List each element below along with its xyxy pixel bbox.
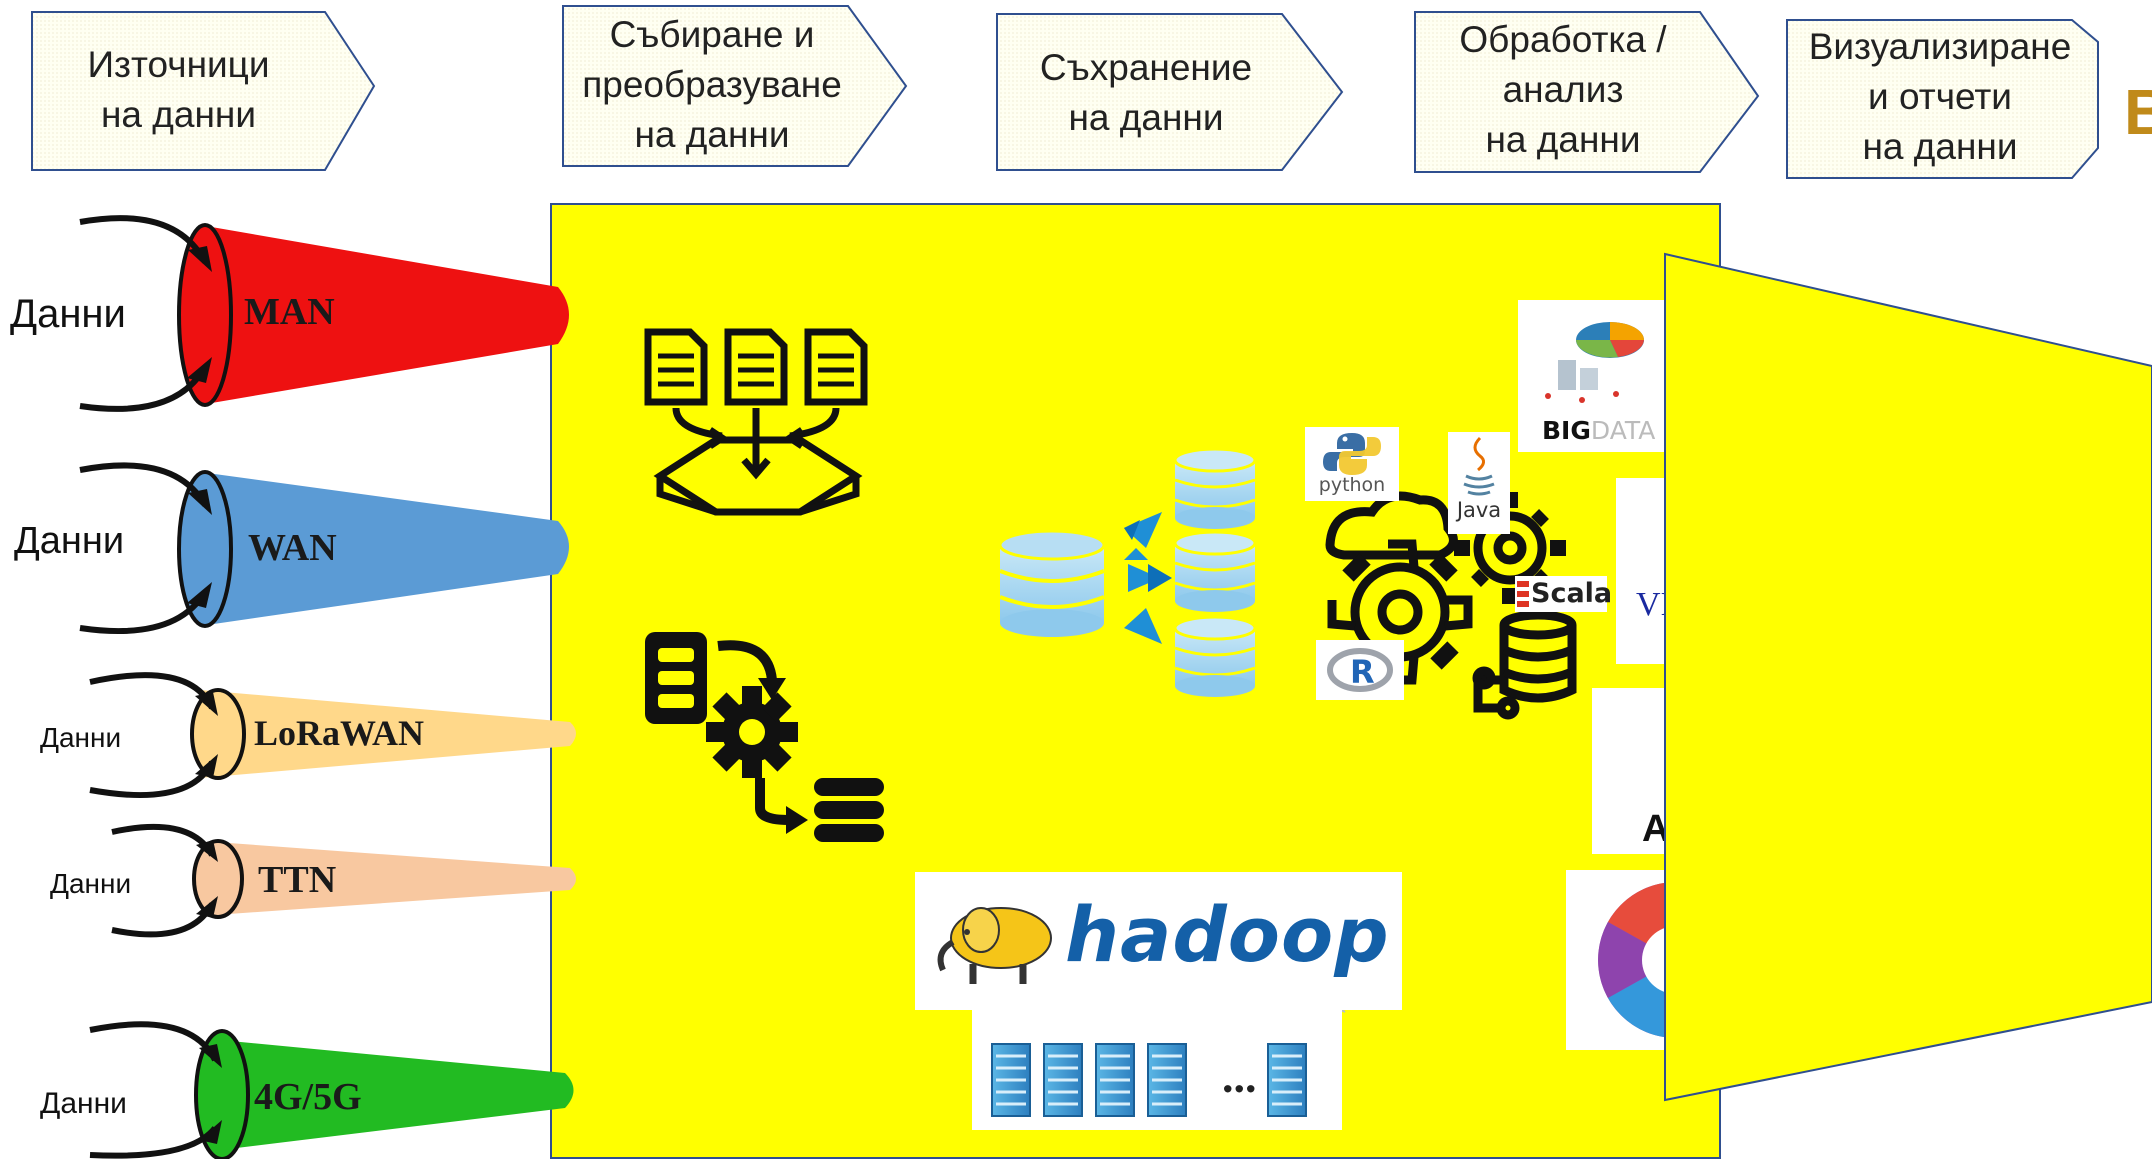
funnel-4g5g bbox=[89, 1021, 574, 1159]
stage-visualization-line3: на данни bbox=[1862, 126, 2018, 167]
processing-gears-icon bbox=[1325, 491, 1577, 720]
source-lorawan-data-label: Данни bbox=[40, 722, 122, 753]
bigdata-card: BIGDATA bbox=[1518, 300, 1678, 452]
source-funnels bbox=[79, 215, 576, 1159]
stage-shape-processing bbox=[1414, 11, 1760, 173]
management-wheel-card bbox=[1566, 870, 1696, 1050]
stage-shape-visualization bbox=[1786, 19, 2099, 179]
python-logo-icon bbox=[1323, 433, 1381, 475]
documents-merge-icon bbox=[644, 328, 868, 516]
source-man-data-label: Данни bbox=[10, 292, 126, 336]
vi-card: VI bbox=[1616, 478, 1696, 664]
python-logo-label: python bbox=[1318, 474, 1386, 496]
funnel-man bbox=[79, 215, 569, 412]
bigdata-strong: BIG bbox=[1542, 416, 1591, 445]
stage-sources-label: Източници на данни bbox=[36, 30, 321, 150]
network-lorawan-label: LoRaWAN bbox=[254, 713, 425, 753]
stage-processing-line1: Обработка / bbox=[1459, 19, 1667, 60]
stage-visualization-label: Визуализиране и отчети на данни bbox=[1790, 22, 2090, 172]
management-wheel-icon bbox=[1598, 882, 1696, 1038]
vi-partial-label: VI bbox=[1636, 586, 1672, 623]
network-wan-label: WAN bbox=[248, 527, 337, 569]
stage-processing-line3: на данни bbox=[1485, 119, 1641, 160]
hadoop-cluster-card: ... bbox=[972, 990, 1342, 1130]
stage-shape-storage bbox=[996, 13, 1344, 171]
network-4g5g-label: 4G/5G bbox=[254, 1076, 362, 1118]
cluster-ellipsis: ... bbox=[1222, 1051, 1257, 1102]
hadoop-elephant-icon bbox=[937, 907, 1052, 984]
bigdata-pie-icon bbox=[1545, 322, 1644, 403]
pipeline-stages bbox=[31, 5, 2099, 179]
network-ttn-label: TTN bbox=[258, 859, 337, 901]
stage-visualization-line1: Визуализиране bbox=[1808, 26, 2072, 67]
funnel-wan bbox=[79, 462, 569, 635]
hadoop-logo-text: hadoop bbox=[1065, 890, 1390, 979]
a-card: A bbox=[1592, 688, 1692, 854]
stage-shape-collection bbox=[562, 5, 908, 167]
source-wan-data-label: Данни bbox=[14, 520, 125, 562]
stage-collection-line2: преобразуване bbox=[582, 64, 842, 105]
java-logo-label: Java bbox=[1456, 498, 1502, 522]
scala-logo-icon bbox=[1517, 581, 1529, 607]
stage-sources-line2: на данни bbox=[101, 94, 256, 135]
stage-storage-line2: на данни bbox=[1068, 97, 1224, 138]
bigdata-light: DATA bbox=[1590, 416, 1656, 445]
stage-processing-line2: анализ bbox=[1502, 69, 1624, 110]
scala-logo-label: Scala bbox=[1531, 578, 1613, 609]
stage-visualization-line2: и отчети bbox=[1868, 76, 2012, 117]
corner-letter: В bbox=[2124, 76, 2152, 148]
funnel-ttn bbox=[111, 823, 576, 938]
stage-sources-line1: Източници bbox=[87, 44, 270, 85]
funnel-lorawan bbox=[89, 672, 576, 798]
data-transform-icon bbox=[645, 632, 884, 842]
bigdata-text: BIGDATA bbox=[1542, 416, 1655, 445]
stage-processing-label: Обработка / анализ на данни bbox=[1418, 15, 1708, 165]
java-logo-card: Java bbox=[1448, 432, 1510, 534]
scala-logo-card: Scala bbox=[1515, 576, 1612, 612]
r-logo-card: R bbox=[1316, 640, 1404, 700]
server-rack-icons bbox=[991, 1043, 1307, 1117]
stage-storage-line1: Съхранение bbox=[1039, 47, 1253, 88]
database-replication-icon bbox=[998, 447, 1257, 697]
r-logo-icon bbox=[1327, 648, 1393, 692]
source-ttn-data-label: Данни bbox=[50, 868, 132, 899]
stage-collection-line3: на данни bbox=[634, 114, 790, 155]
source-4g5g-data-label: Данни bbox=[40, 1087, 127, 1120]
stage-collection-line1: Събиране и bbox=[609, 14, 815, 55]
python-logo-card: python bbox=[1305, 427, 1399, 501]
a-partial-label: A bbox=[1642, 808, 1670, 850]
stage-shape-sources bbox=[31, 11, 376, 171]
network-man-label: MAN bbox=[244, 291, 335, 333]
stage-collection-label: Събиране и преобразуване на данни bbox=[566, 10, 858, 160]
stage-storage-label: Съхранение на данни bbox=[1000, 38, 1292, 148]
java-cup-icon bbox=[1463, 436, 1495, 496]
r-logo-label: R bbox=[1350, 653, 1375, 691]
hadoop-logo-card: hadoop bbox=[915, 872, 1402, 1010]
